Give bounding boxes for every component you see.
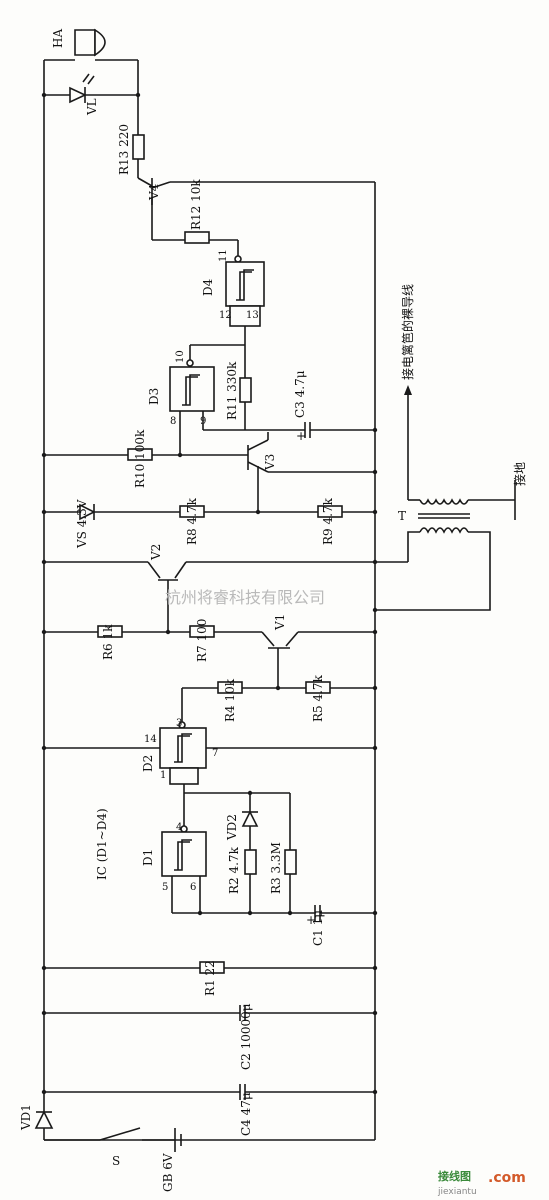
gate-d2: D2 3 14 7 1 [44, 688, 375, 793]
pin-10: 10 [175, 350, 186, 363]
label-r7: R7 100 [195, 619, 209, 662]
label-v3: V3 [263, 454, 277, 471]
gate-d4: D4 11 12 13 [201, 249, 265, 345]
label-c4: C4 47μ [239, 1092, 253, 1136]
gate-d3: D3 10 8 9 [147, 344, 305, 455]
label-t: T [398, 509, 406, 523]
label-vs: VS 4.3V [75, 499, 89, 549]
label-r5: R5 4.7k [311, 674, 325, 722]
pin-8: 8 [170, 416, 176, 427]
switch-s: S [44, 1127, 175, 1168]
label-vd2: VD2 [225, 814, 239, 841]
pin-6: 6 [190, 882, 196, 893]
label-r10: R10 100k [133, 429, 147, 488]
label-vl: VL [85, 98, 99, 116]
label-r3: R3 3.3M [269, 842, 283, 894]
label-vd1: VD1 [19, 1104, 33, 1131]
label-r1: R1 22 [203, 960, 217, 996]
label-r12: R12 10k [189, 179, 203, 230]
gate-d1: D1 4 5 6 [141, 792, 315, 914]
battery-gb: GB 6V [161, 1128, 182, 1192]
label-c1: C1 1μ [311, 910, 325, 946]
site-logo: 接线图 .com jiexiantu [437, 1169, 526, 1197]
resistor-r7: R7 100 [189, 619, 262, 662]
pin-3: 3 [176, 718, 182, 729]
pin-7: 7 [212, 748, 218, 759]
label-ic: IC (D1~D4) [95, 808, 109, 880]
logo-cn: 接线图 [438, 1169, 471, 1183]
label-c2: C2 10000μ [239, 1003, 253, 1070]
transistor-v4: V4 [137, 177, 375, 241]
label-d2: D2 [141, 755, 155, 772]
watermark-text: 杭州将睿科技有限公司 [165, 588, 325, 607]
label-r13: R13 220 [117, 124, 131, 175]
resistor-r8: R8 4.7k [179, 497, 318, 545]
label-d4: D4 [201, 278, 215, 296]
buzzer-ha: HA [44, 29, 139, 135]
pin-11: 11 [218, 249, 229, 262]
pin-1: 1 [160, 770, 166, 781]
resistor-r12: R12 10k [184, 179, 242, 263]
pin-12: 12 [219, 310, 232, 321]
label-r6: R6 1k [101, 624, 115, 660]
transistor-v3: V3 [247, 432, 375, 512]
led-vl: VL [44, 73, 138, 116]
label-r11: R11 330k [225, 361, 239, 420]
pin-5: 5 [162, 882, 168, 893]
resistor-r5: R5 4.7k [305, 674, 375, 722]
label-v2: V2 [149, 544, 163, 561]
diode-vd2: VD2 [225, 793, 259, 850]
junction-dots [41, 92, 378, 1095]
label-v4: V4 [147, 183, 161, 201]
logo-com: .com [488, 1170, 526, 1186]
label-d1: D1 [141, 849, 155, 866]
label-d3: D3 [147, 388, 161, 405]
resistor-r11: R11 330k [225, 345, 252, 430]
label-r4: R4 10k [223, 678, 237, 722]
resistor-r2: R2 4.7k [227, 846, 257, 913]
transformer-t: T [375, 385, 516, 611]
label-ground: 接地 [512, 462, 527, 486]
resistor-r10: R10 100k [44, 429, 248, 488]
resistor-r9: R9 4.7k [317, 497, 375, 545]
label-bare-wire: 接电篱笆的裸导线 [400, 284, 415, 380]
resistor-r4: R4 10k [182, 678, 306, 722]
capacitor-c1: C1 1μ + [306, 905, 375, 946]
resistor-r3: R3 3.3M [269, 793, 297, 913]
transistor-v1: V1 [261, 614, 375, 688]
label-s: S [112, 1154, 120, 1168]
label-v1: V1 [273, 614, 287, 631]
c1-plus: + [306, 913, 316, 927]
pin-4: 4 [176, 822, 182, 833]
label-r9: R9 4.7k [321, 497, 335, 545]
capacitor-c2: C2 10000μ [44, 1003, 375, 1070]
zener-vs: VS 4.3V [44, 499, 180, 549]
label-r2: R2 4.7k [227, 846, 241, 894]
logo-domain: jiexiantu [437, 1187, 477, 1197]
transistor-v2: V2 [44, 544, 408, 632]
ground-wire-label: 接地 [512, 462, 527, 486]
resistor-r1: R1 22 [44, 960, 375, 996]
label-c3: C3 4.7μ [293, 370, 307, 418]
label-ha: HA [51, 29, 65, 48]
pin-13: 13 [246, 310, 259, 321]
label-gb: GB 6V [161, 1153, 175, 1192]
bare-wire-label: 接电篱笆的裸导线 [400, 284, 415, 380]
diode-vd1: VD1 [19, 1104, 54, 1131]
resistor-r13: R13 220 [117, 124, 145, 178]
label-r8: R8 4.7k [185, 497, 199, 545]
capacitor-c4: C4 47μ [44, 1084, 375, 1136]
c3-plus: + [296, 429, 306, 443]
pin-14: 14 [144, 734, 157, 745]
capacitor-c3: C3 4.7μ + [293, 370, 375, 443]
resistor-r6: R6 1k [44, 624, 190, 660]
